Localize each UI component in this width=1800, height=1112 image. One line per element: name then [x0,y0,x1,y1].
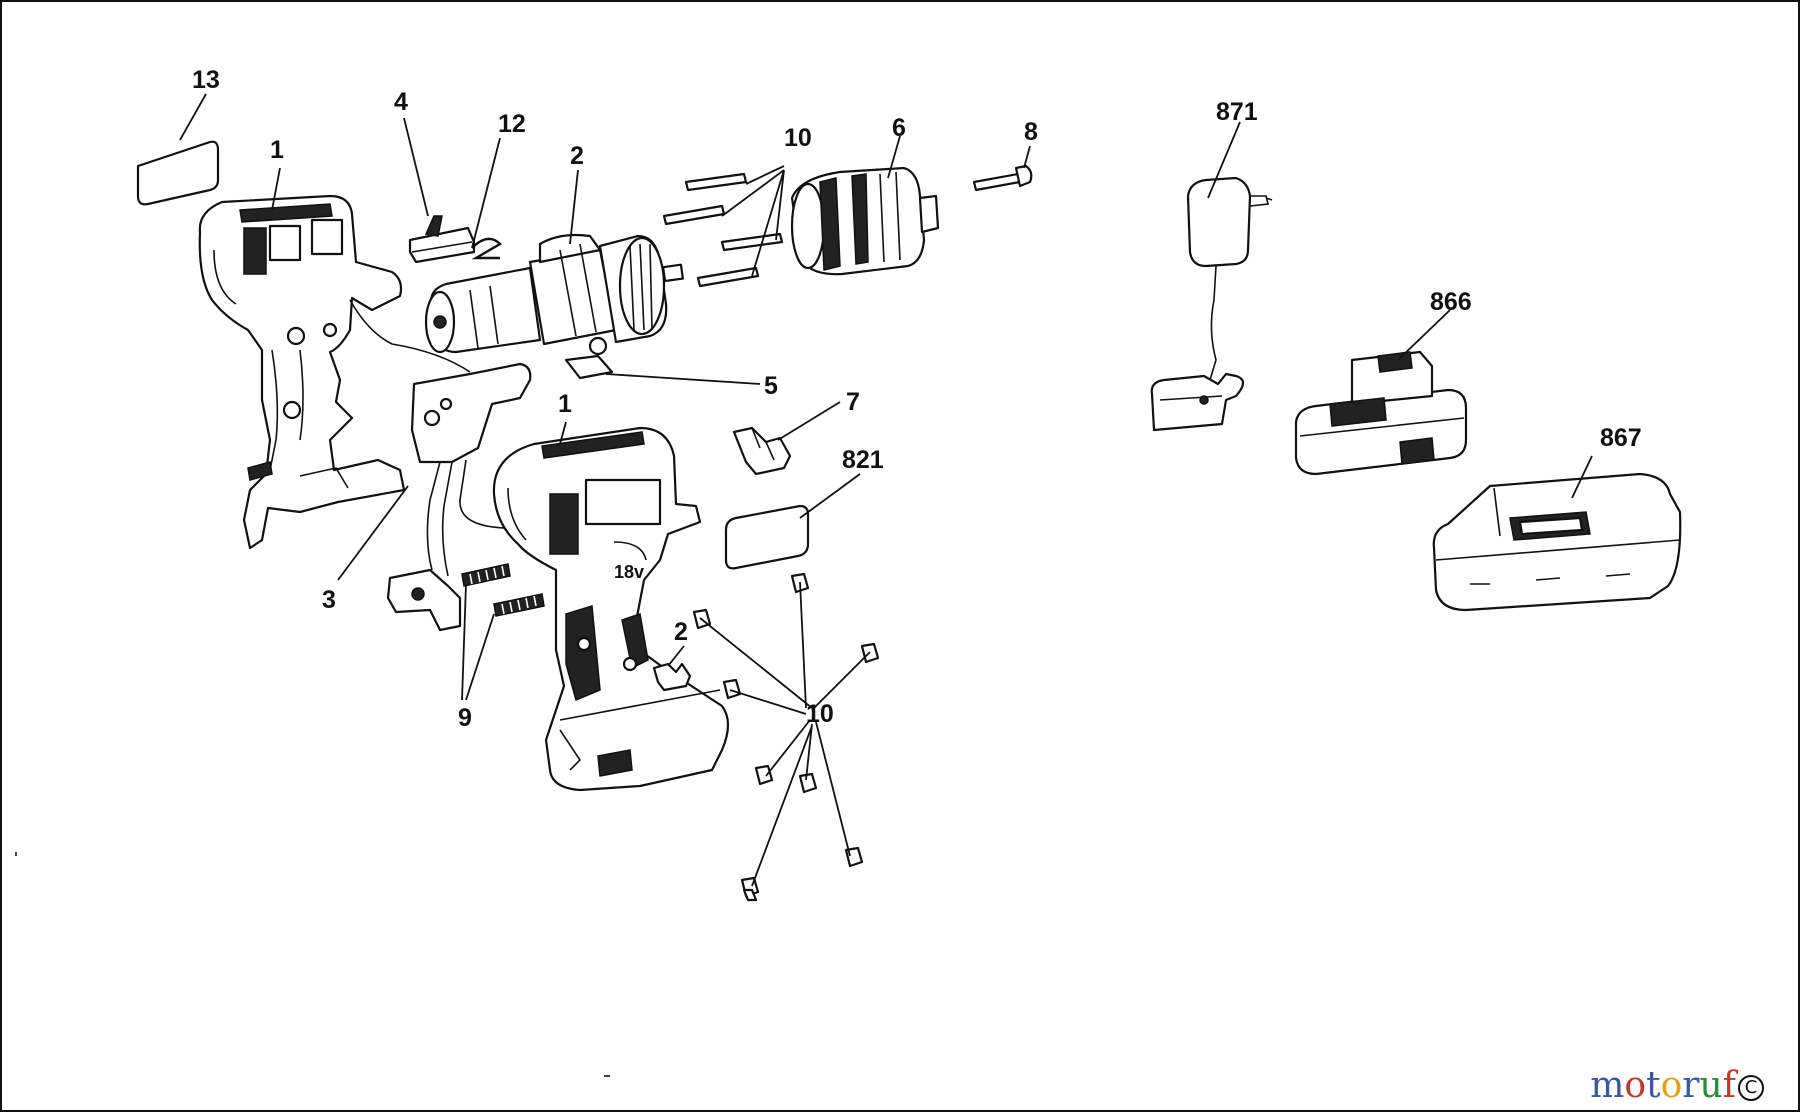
callout-13: 13 [192,66,220,94]
label-sticker-821 [724,504,810,570]
callout-10-top: 10 [784,124,812,152]
switch-4 [408,215,476,264]
callout-871: 871 [1216,98,1258,126]
copyright-symbol: C [1738,1075,1764,1101]
leader-lines [179,93,1593,887]
callout-2-top: 2 [570,142,584,170]
callout-5: 5 [764,372,778,400]
tool-voltage-badge: 18v [614,562,644,582]
callout-866: 866 [1430,288,1472,316]
clip-7 [732,426,792,476]
callout-2-bottom: 2 [674,618,688,646]
watermark-letter: t [1646,1065,1661,1106]
watermark-letter: o [1660,1065,1683,1106]
clip-2-small [652,662,692,692]
drill-assembled-housing: 18v [492,426,730,792]
storage-case-867 [1432,472,1682,612]
watermark-letter: f [1722,1065,1736,1106]
callout-10-bottom: 10 [806,700,834,728]
watermark-letter: r [1682,1065,1700,1106]
callout-821: 821 [842,446,884,474]
springs-9 [461,563,545,617]
callout-867: 867 [1600,424,1642,452]
watermark-letter: m [1590,1065,1625,1106]
callout-8: 8 [1024,118,1038,146]
callout-labels: 13 1 4 12 2 10 6 8 5 1 7 821 3 9 2 10 87… [192,66,1642,732]
trigger-switch-assembly [386,362,535,632]
callout-1-left: 1 [270,136,284,164]
callout-4: 4 [394,88,408,116]
callout-6: 6 [892,114,906,142]
housing-left-half [198,194,471,550]
callout-7: 7 [846,388,860,416]
spring-clip-12 [471,237,502,260]
label-sticker-13 [136,140,220,206]
callout-9: 9 [458,704,472,732]
keyless-chuck-6 [790,166,940,276]
motor-gearbox-2 [424,233,684,356]
chuck-screw-8 [972,164,1033,192]
battery-pack-866 [1294,350,1468,476]
watermark-letter: u [1699,1065,1723,1106]
callout-12: 12 [498,110,526,138]
watermark-letter: o [1624,1065,1647,1106]
callout-3: 3 [322,586,336,614]
charger-adapter-871 [1150,176,1273,432]
callout-1-right: 1 [558,390,572,418]
part-5 [564,354,614,380]
